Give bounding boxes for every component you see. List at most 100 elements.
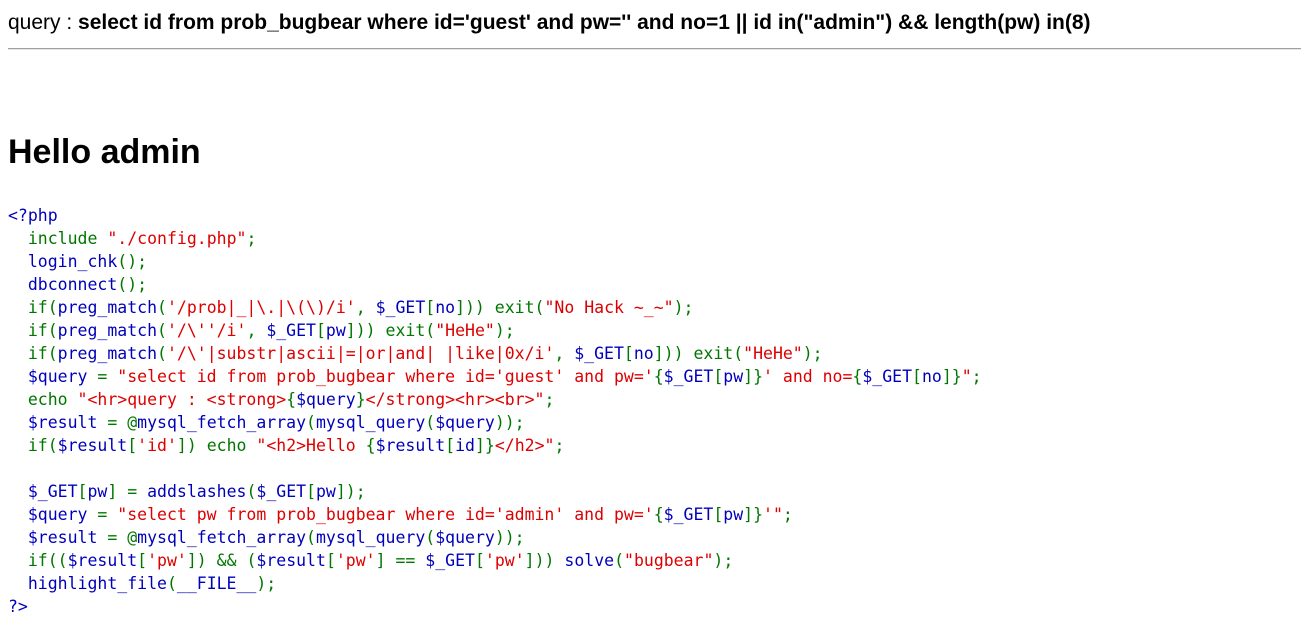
code-token: $_GET [663,505,714,524]
code-token: preg_match [57,344,158,363]
code-token: "<hr>query : <strong> [77,390,287,409]
code-line: dbconnect(); [8,273,982,296]
code-token: (); [117,275,148,294]
code-token: 'pw' [335,551,376,570]
code-token: [ [306,482,316,501]
code-token: [ [325,551,336,570]
code-token: ); [256,574,277,593]
code-token: [ [77,482,88,501]
code-token: $query [435,413,495,432]
code-token: = @ [107,528,138,547]
code-token: ] = [107,482,148,501]
code-token: ; [246,229,257,248]
code-token: = [97,505,118,524]
code-token: } [355,390,366,409]
code-token: $_GET [8,482,78,501]
code-token: "HeHe" [435,321,495,340]
code-token: ( [157,298,167,317]
code-token: , [246,321,267,340]
code-token: $result [256,551,326,570]
code-token: ( [425,413,436,432]
code-token: ( [306,528,316,547]
code-token: ; [971,367,982,386]
code-token: ]) echo [176,436,257,455]
code-line: login_chk(); [8,250,982,273]
code-token: 'pw' [484,551,525,570]
code-token: pw [723,367,744,386]
code-token: ); [494,321,515,340]
code-token: ( [157,344,167,363]
code-token: </strong><hr><br>" [365,390,545,409]
code-token: [ [425,298,436,317]
code-line: ?> [8,595,982,618]
code-token: ); [713,551,734,570]
code-token: if( [8,321,58,340]
query-label: query : [8,11,79,34]
code-token: [ [713,367,724,386]
code-token: { [286,390,297,409]
code-token: $result [8,413,108,432]
code-token: , [355,298,376,317]
code-token: = @ [107,413,138,432]
code-token: ]} [743,367,764,386]
code-line: $result = @mysql_fetch_array(mysql_query… [8,526,982,549]
code-token: $query [8,367,98,386]
code-token: ( [246,482,257,501]
code-token: ?> [8,597,28,616]
code-token: ]); [335,482,366,501]
code-token: if(( [8,551,68,570]
code-token: $_GET [574,344,624,363]
code-token: $result [8,528,108,547]
hello-heading: Hello admin [8,133,201,171]
horizontal-rule [8,48,1301,50]
code-token: ])) exit( [653,344,744,363]
code-token: { [365,436,376,455]
code-token: <?php [8,206,58,225]
code-token: $_GET [425,551,475,570]
code-token [8,229,28,248]
code-token: __FILE__ [176,574,257,593]
code-token: echo [8,390,78,409]
code-line: include "./config.php"; [8,227,982,250]
code-token: '/\'|substr|ascii|=|or|and| |like|0x/i' [166,344,555,363]
code-token: $_GET [663,367,714,386]
code-line: $_GET[pw] = addslashes($_GET[pw]); [8,480,982,503]
code-line: echo "<hr>query : <strong>{$query}</stro… [8,388,982,411]
code-line: if(preg_match('/prob|_|\.|\(\)/i', $_GET… [8,296,982,319]
code-token: "select id from prob_bugbear where id='g… [117,367,654,386]
code-token: pw [325,321,346,340]
code-token: $query [296,390,356,409]
code-token: { [653,505,664,524]
code-token: pw [87,482,108,501]
code-token: mysql_fetch_array [137,413,307,432]
code-token: addslashes [147,482,247,501]
code-token: $query [435,528,495,547]
code-token: ]} [474,436,495,455]
code-token: "select pw from prob_bugbear where id='a… [117,505,654,524]
code-token: no [435,298,456,317]
code-token: pw [723,505,744,524]
code-token: ])) exit( [345,321,436,340]
code-token: [ [127,436,138,455]
code-token: ( [425,528,436,547]
code-token: ' and no= [763,367,853,386]
code-token: 'id' [137,436,177,455]
code-token: mysql_query [315,413,426,432]
code-token [8,459,18,478]
code-token: no [921,367,942,386]
code-token: "./config.php" [107,229,247,248]
code-token: id [455,436,475,455]
code-token: pw [316,482,336,501]
code-token: solve [564,551,615,570]
code-token: ( [166,574,177,593]
php-source-code: <?php include "./config.php"; login_chk(… [8,204,982,618]
code-token: preg_match [57,321,158,340]
query-text: select id from prob_bugbear where id='gu… [78,11,1091,34]
code-token: ])) [524,551,565,570]
code-line: highlight_file(__FILE__); [8,572,982,595]
code-token: dbconnect [8,275,118,294]
code-token: [ [445,436,456,455]
code-token: $result [57,436,128,455]
code-token: </h2>" [494,436,555,455]
code-token: mysql_fetch_array [137,528,307,547]
